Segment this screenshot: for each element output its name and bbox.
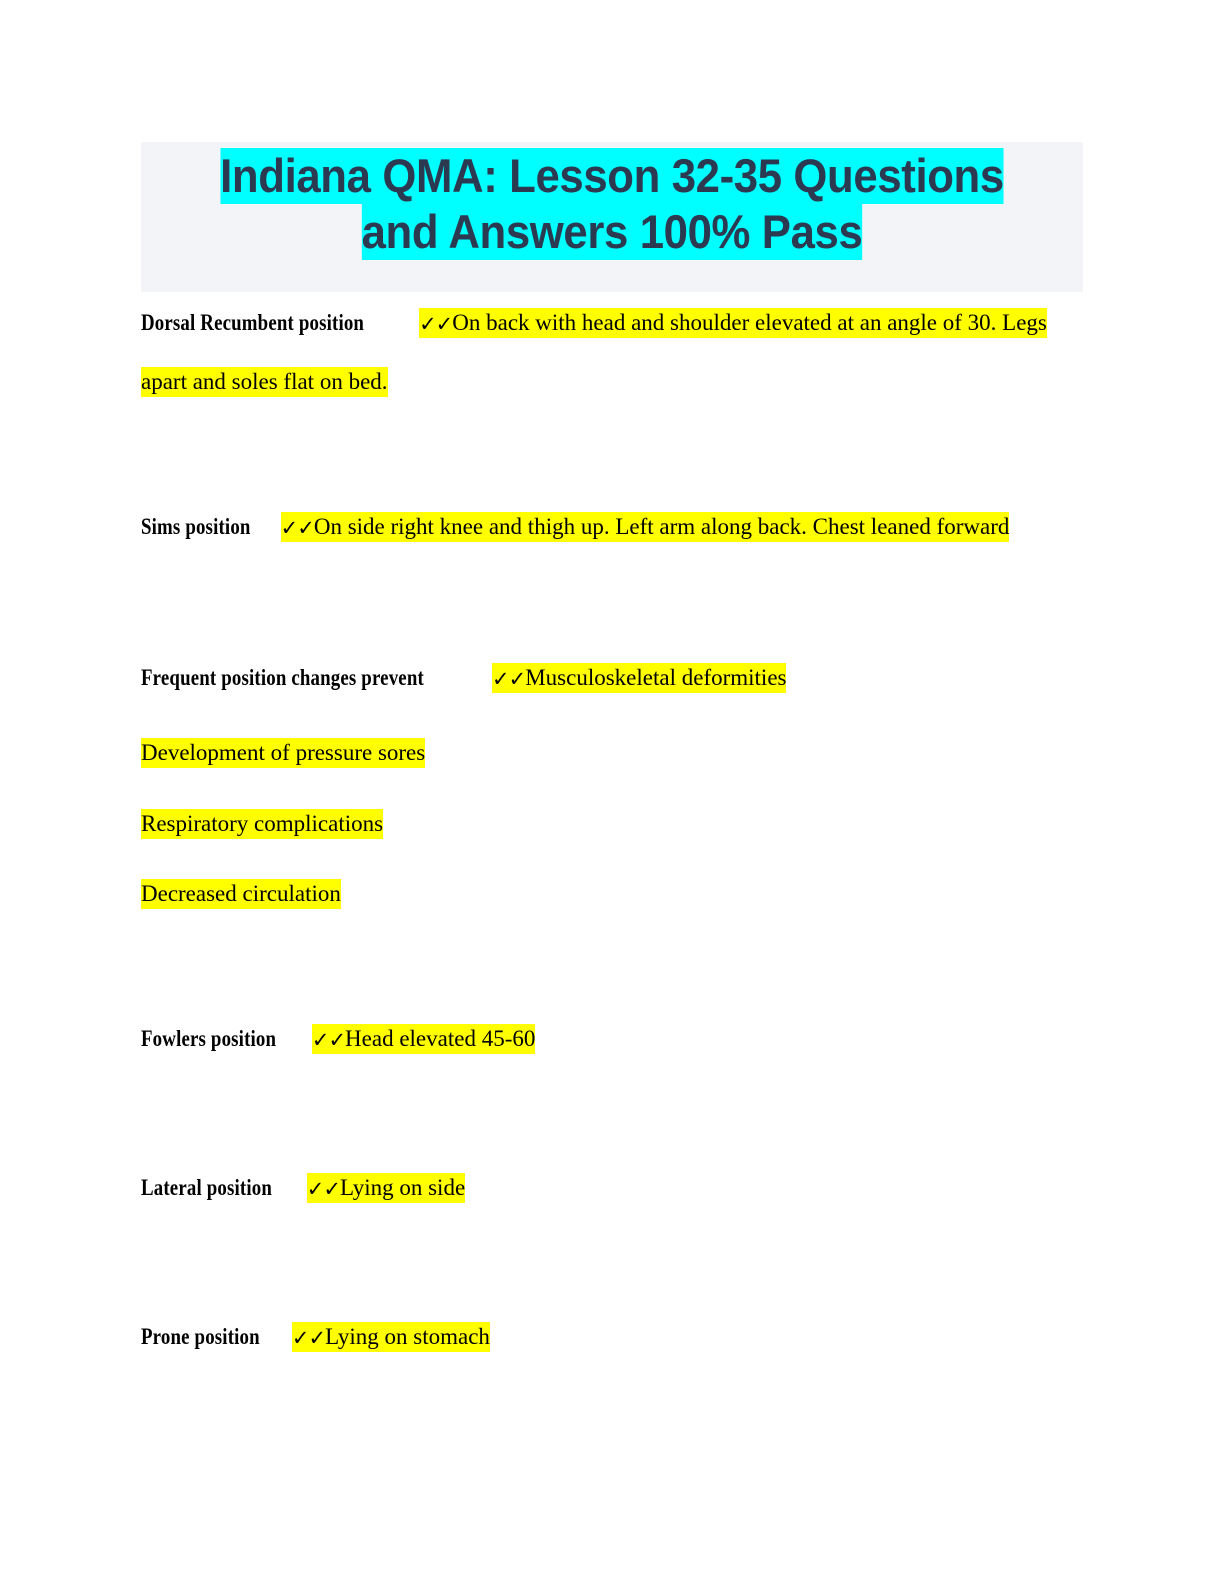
answer-text: Decreased circulation — [141, 881, 341, 906]
qa-entry-fowlers: Fowlers position ✓✓Head elevated 45-60 — [141, 1024, 536, 1054]
answer-text: On side right knee and thigh up. Left ar… — [313, 514, 1010, 539]
term-label: Sims position — [141, 514, 251, 539]
qa-entry-frequent-position-changes-item-3: Respiratory complications — [141, 809, 384, 839]
answer-highlight: ✓✓On side right knee and thigh up. Left … — [280, 512, 1010, 542]
double-check-icon: ✓✓ — [306, 1177, 341, 1201]
double-check-icon: ✓✓ — [419, 312, 453, 336]
qa-entry-frequent-position-changes-item-4: Decreased circulation — [141, 879, 341, 909]
answer-highlight: Decreased circulation — [141, 879, 341, 909]
answer-highlight: ✓✓Musculoskeletal deformities — [492, 663, 787, 693]
document-header-block: Indiana QMA: Lesson 32-35 Questions and … — [141, 142, 1083, 292]
double-check-icon: ✓✓ — [311, 1028, 346, 1052]
term-label: Prone position — [141, 1324, 260, 1349]
double-check-icon: ✓✓ — [280, 516, 315, 540]
answer-text: Lying on side — [339, 1175, 466, 1200]
qa-entry-dorsal-recumbent-continuation: apart and soles flat on bed. — [141, 367, 388, 397]
answer-text: apart and soles flat on bed. — [141, 369, 388, 394]
term-label: Lateral position — [141, 1175, 272, 1200]
page-title-line-1: Indiana QMA: Lesson 32-35 Questions — [220, 148, 1004, 204]
answer-text: Respiratory complications — [141, 811, 384, 836]
answer-highlight: ✓✓Lying on stomach — [291, 1322, 490, 1352]
answer-highlight: ✓✓Lying on side — [306, 1173, 466, 1203]
page-title-line-2: and Answers 100% Pass — [361, 204, 863, 260]
answer-text: Head elevated 45-60 — [345, 1026, 536, 1051]
answer-highlight: Respiratory complications — [141, 809, 384, 839]
answer-highlight: Development of pressure sores — [141, 738, 426, 768]
term-label: Dorsal Recumbent position — [141, 310, 365, 335]
term-label: Frequent position changes prevent — [141, 665, 424, 690]
qa-entry-frequent-position-changes: Frequent position changes prevent ✓✓Muscu… — [141, 663, 787, 693]
answer-text: Musculoskeletal deformities — [525, 665, 787, 690]
answer-highlight: ✓✓On back with head and shoulder elevate… — [419, 308, 1047, 338]
qa-entry-sims: Sims position ✓✓On side right knee and th… — [141, 512, 1010, 542]
qa-entry-frequent-position-changes-item-2: Development of pressure sores — [141, 738, 426, 768]
page-title: Indiana QMA: Lesson 32-35 Questions and … — [174, 142, 1050, 260]
answer-highlight: apart and soles flat on bed. — [141, 367, 388, 397]
double-check-icon: ✓✓ — [291, 1326, 326, 1350]
double-check-icon: ✓✓ — [492, 667, 526, 691]
answer-text: Development of pressure sores — [141, 740, 426, 765]
qa-entry-dorsal-recumbent: Dorsal Recumbent position ✓✓On back with … — [141, 308, 1047, 338]
qa-entry-prone: Prone position ✓✓Lying on stomach — [141, 1322, 490, 1352]
answer-highlight: ✓✓Head elevated 45-60 — [311, 1024, 536, 1054]
qa-entry-lateral: Lateral position ✓✓Lying on side — [141, 1173, 466, 1203]
term-label: Fowlers position — [141, 1026, 277, 1051]
answer-text: On back with head and shoulder elevated … — [452, 310, 1047, 335]
answer-text: Lying on stomach — [325, 1324, 490, 1349]
